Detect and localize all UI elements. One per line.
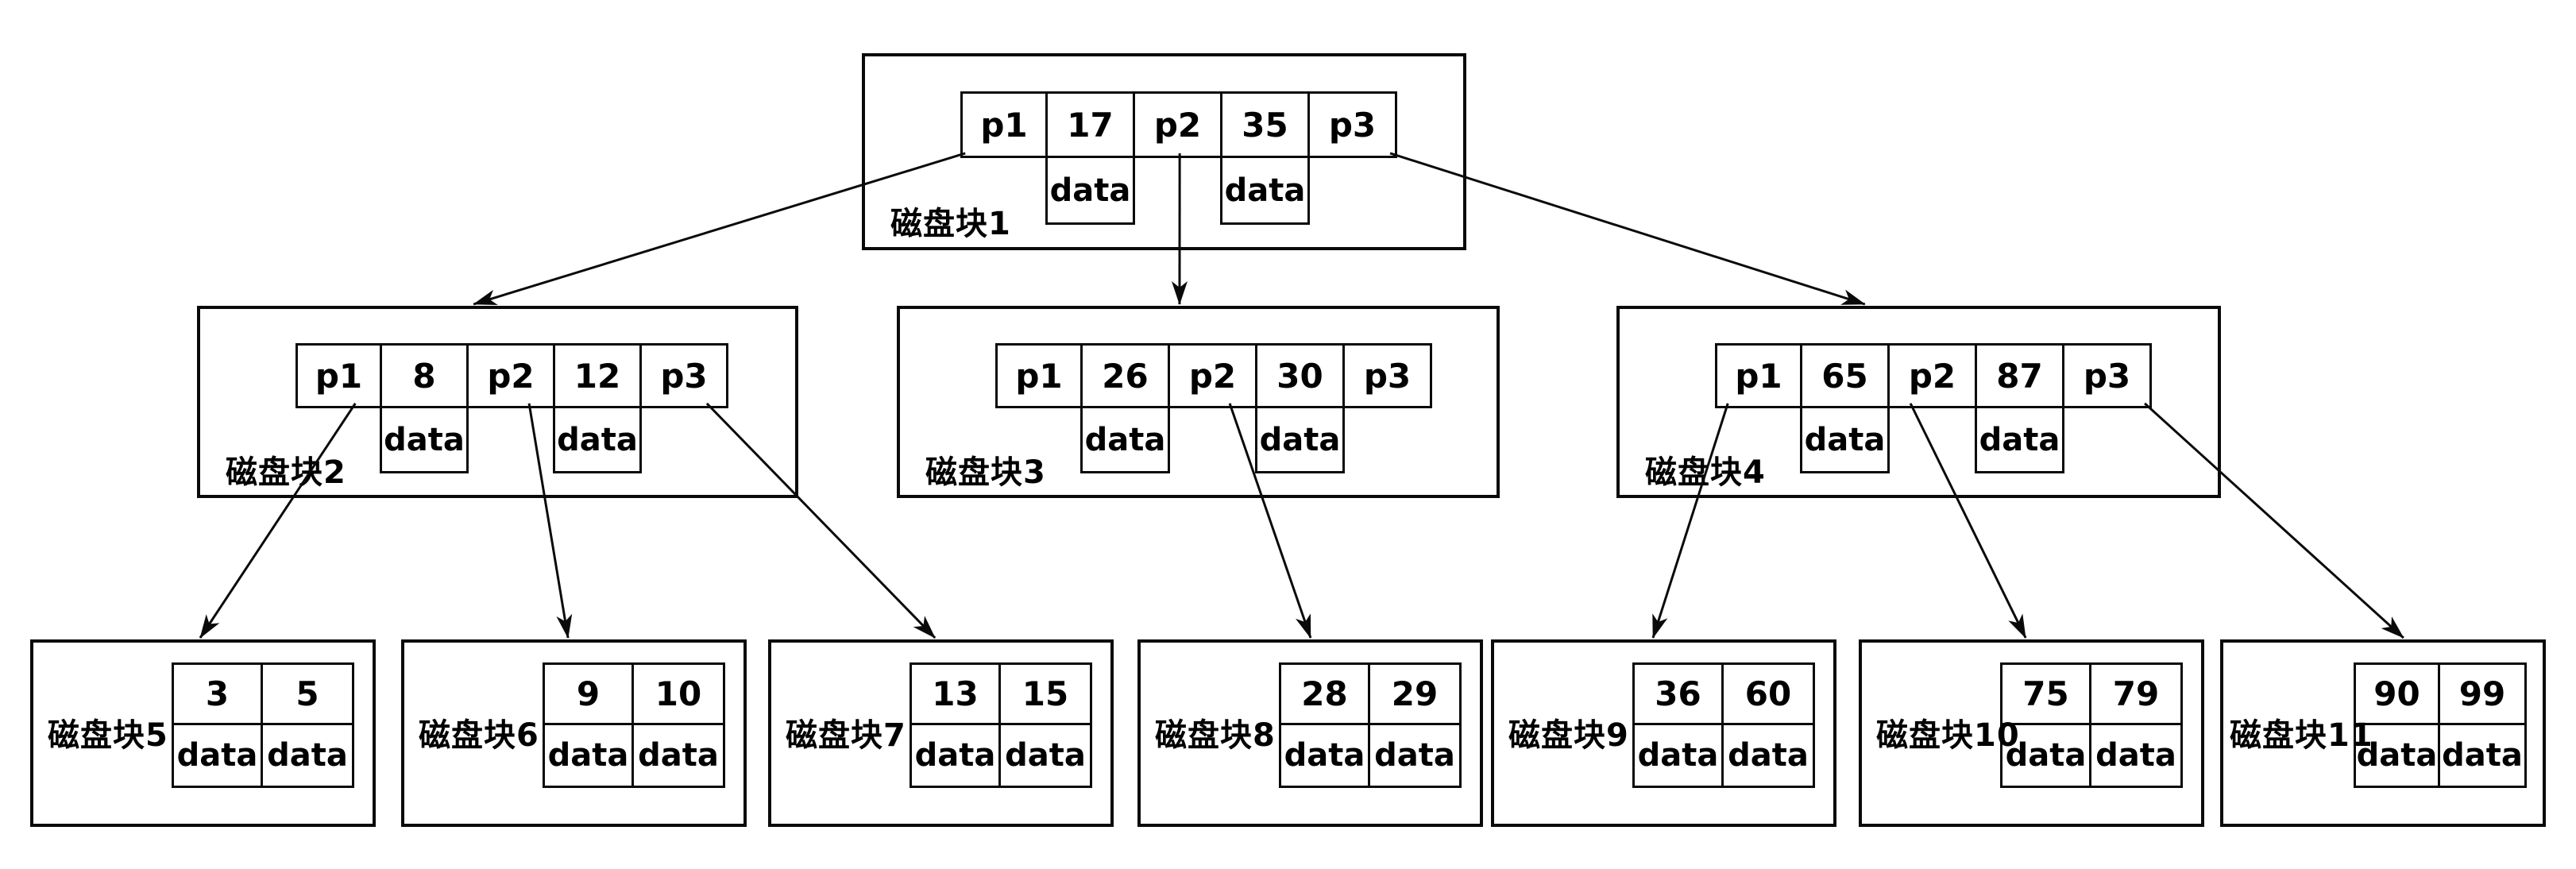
block4-data-box: data: [1975, 406, 2064, 473]
block2-pointer-p3: p3: [642, 343, 728, 408]
block3-key-30: 30: [1257, 343, 1345, 408]
block9-data-cell: data: [1632, 725, 1724, 788]
block6-key-9: 9: [543, 662, 634, 725]
block11-key-90: 90: [2354, 662, 2440, 725]
block5-key-5: 5: [263, 662, 354, 725]
block6-data-cell: data: [543, 725, 634, 788]
block11-label: 磁盘块11: [2230, 717, 2373, 754]
block3-key-26: 26: [1083, 343, 1170, 408]
block9-label: 磁盘块9: [1508, 717, 1629, 754]
block7-label: 磁盘块7: [786, 717, 906, 754]
block7-data-cell: data: [910, 725, 1001, 788]
block1-pointer-p2: p2: [1135, 91, 1222, 158]
block4-label: 磁盘块4: [1645, 454, 1766, 491]
block2-data-box: data: [380, 406, 469, 473]
block10-key-75: 75: [2000, 662, 2091, 725]
block1-pointer-p1: p1: [960, 91, 1048, 158]
block5-data-cell: data: [172, 725, 263, 788]
block9-key-36: 36: [1632, 662, 1724, 725]
block10-data-cell: data: [2000, 725, 2091, 788]
block3-pointer-p1: p1: [995, 343, 1083, 408]
block7-key-13: 13: [910, 662, 1001, 725]
block9-key-60: 60: [1724, 662, 1815, 725]
block2-key-12: 12: [555, 343, 642, 408]
block6-data-cell: data: [634, 725, 725, 788]
block3-label: 磁盘块3: [925, 454, 1046, 491]
block1-pointer-p3: p3: [1310, 91, 1397, 158]
block8-key-29: 29: [1370, 662, 1462, 725]
block3-pointer-p3: p3: [1345, 343, 1432, 408]
block3-data-box: data: [1080, 406, 1170, 473]
block10-data-cell: data: [2091, 725, 2183, 788]
block4-key-65: 65: [1802, 343, 1890, 408]
block1-data-box: data: [1220, 156, 1310, 225]
block1-label: 磁盘块1: [890, 206, 1011, 242]
block5-key-3: 3: [172, 662, 263, 725]
block5-data-cell: data: [263, 725, 354, 788]
block6-label: 磁盘块6: [419, 717, 539, 754]
block8-key-28: 28: [1279, 662, 1370, 725]
block10-label: 磁盘块10: [1876, 717, 2020, 754]
block3-pointer-p2: p2: [1170, 343, 1257, 408]
block9-data-cell: data: [1724, 725, 1815, 788]
block4-data-box: data: [1800, 406, 1890, 473]
block2-pointer-p1: p1: [295, 343, 382, 408]
block8-data-cell: data: [1279, 725, 1370, 788]
block11-data-cell: data: [2440, 725, 2527, 788]
block8-data-cell: data: [1370, 725, 1462, 788]
block1-data-box: data: [1045, 156, 1135, 225]
block2-label: 磁盘块2: [226, 454, 346, 491]
block4-pointer-p1: p1: [1715, 343, 1802, 408]
block11-data-cell: data: [2354, 725, 2440, 788]
block4-key-87: 87: [1977, 343, 2064, 408]
block11-key-99: 99: [2440, 662, 2527, 725]
block2-key-8: 8: [382, 343, 469, 408]
block7-data-cell: data: [1001, 725, 1092, 788]
block5-label: 磁盘块5: [48, 717, 168, 754]
block1-key-17: 17: [1048, 91, 1135, 158]
block4-pointer-p2: p2: [1890, 343, 1977, 408]
block6-key-10: 10: [634, 662, 725, 725]
block10-key-79: 79: [2091, 662, 2183, 725]
block4-pointer-p3: p3: [2064, 343, 2152, 408]
block7-key-15: 15: [1001, 662, 1092, 725]
block8-label: 磁盘块8: [1155, 717, 1276, 754]
block2-pointer-p2: p2: [469, 343, 555, 408]
block3-data-box: data: [1255, 406, 1345, 473]
block1-key-35: 35: [1222, 91, 1310, 158]
block2-data-box: data: [553, 406, 642, 473]
